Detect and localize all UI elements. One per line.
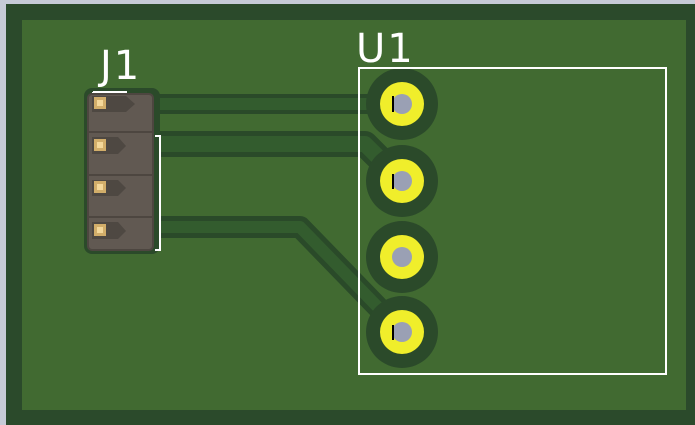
u1-reference-label: U1 [356, 26, 415, 72]
j1-reference-label: J1 [97, 43, 141, 89]
j1-pin-4[interactable] [92, 222, 126, 239]
j1-pin-header[interactable] [87, 91, 161, 251]
j1-pin-3[interactable] [92, 180, 126, 196]
u1-pad-1[interactable] [380, 82, 424, 126]
j1-pin-1[interactable] [92, 96, 135, 112]
j1-body-outline [87, 93, 154, 251]
j1-pin-3-highlight [97, 184, 103, 190]
u1-pad-3[interactable] [380, 235, 424, 279]
u1-pad-4[interactable] [380, 310, 424, 354]
j1-segment-lines [88, 131, 153, 218]
u1-silkscreen-outline [358, 67, 667, 375]
j1-pin-2[interactable] [92, 137, 126, 154]
j1-pin-1-highlight [97, 100, 103, 106]
track-3[interactable] [154, 221, 408, 338]
u1-pad-3-drill [392, 247, 412, 267]
u1-pad-4-drill [392, 322, 412, 342]
u1-pad-1-drill [392, 94, 412, 114]
u1-pad-2-drill [392, 171, 412, 191]
j1-pins [92, 96, 135, 239]
j1-pin-2-highlight [97, 142, 103, 148]
u1-pads [380, 82, 424, 354]
u1-pad-2[interactable] [380, 159, 424, 203]
j1-pin-4-highlight [97, 227, 103, 233]
